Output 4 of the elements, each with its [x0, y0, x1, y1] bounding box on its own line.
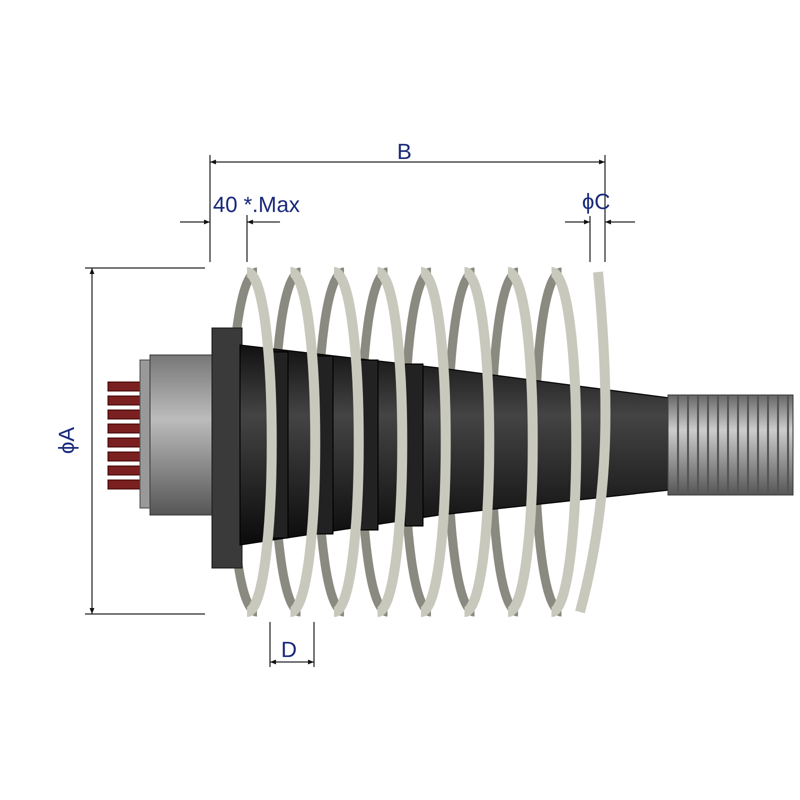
dimension-label: B	[397, 140, 412, 164]
dimension-label: D	[281, 638, 297, 662]
dimension-label: ϕA	[55, 427, 79, 454]
dimension-label: 40 *.Max	[213, 193, 300, 217]
